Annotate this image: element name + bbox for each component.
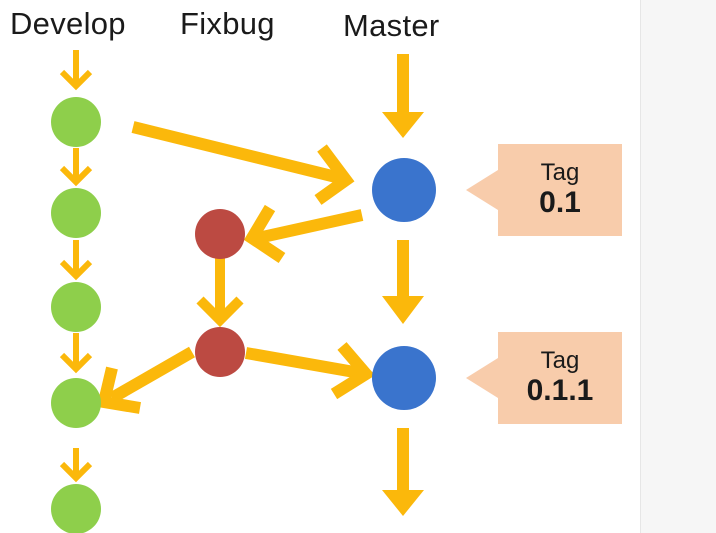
develop-nodes bbox=[51, 97, 101, 533]
develop-node bbox=[51, 378, 101, 428]
develop-arrow-4-head bbox=[59, 352, 93, 374]
develop-node bbox=[51, 188, 101, 238]
develop-to-master-head bbox=[314, 144, 355, 205]
master-nodes bbox=[372, 158, 436, 410]
master-node bbox=[372, 346, 436, 410]
develop-arrow-5-head bbox=[59, 461, 93, 483]
master-to-fixbug-head bbox=[243, 204, 286, 263]
master-arrows bbox=[382, 54, 424, 516]
develop-arrow-2-head bbox=[59, 165, 93, 187]
merge-arrows bbox=[96, 121, 376, 414]
fixbug-column-label: Fixbug bbox=[180, 6, 275, 41]
fixbug-to-master-arrow bbox=[244, 347, 362, 379]
tag-version: 0.1 bbox=[539, 186, 581, 219]
master-node bbox=[372, 158, 436, 222]
develop-node bbox=[51, 282, 101, 332]
tag-version: 0.1.1 bbox=[526, 374, 594, 407]
develop-node bbox=[51, 97, 101, 147]
master-arrow-1-head bbox=[382, 112, 424, 138]
tag-callout-0-1-1: Tag 0.1.1 bbox=[498, 332, 622, 424]
develop-arrow-1-head bbox=[59, 69, 93, 91]
tag-pointer bbox=[466, 170, 498, 210]
tag-pointers bbox=[466, 170, 498, 398]
fixbug-to-develop-head bbox=[96, 366, 141, 414]
develop-node bbox=[51, 484, 101, 533]
develop-to-master-arrow bbox=[131, 121, 342, 184]
tag-pointer bbox=[466, 358, 498, 398]
tag-callout-0-1: Tag 0.1 bbox=[498, 144, 622, 236]
master-column-label: Master bbox=[343, 8, 440, 43]
fixbug-arrow bbox=[196, 256, 244, 328]
develop-arrows bbox=[59, 50, 93, 483]
master-to-fixbug-arrow bbox=[256, 209, 364, 244]
fixbug-node bbox=[195, 209, 245, 259]
tag-title: Tag bbox=[540, 347, 580, 374]
master-arrow-3-head bbox=[382, 490, 424, 516]
fixbug-nodes bbox=[195, 209, 245, 377]
develop-column-label: Develop bbox=[10, 6, 126, 41]
fixbug-node bbox=[195, 327, 245, 377]
side-panel bbox=[640, 0, 716, 533]
fixbug-to-master-head bbox=[330, 342, 376, 400]
master-arrow-2-head bbox=[382, 296, 424, 324]
develop-arrow-3-head bbox=[59, 259, 93, 281]
tag-title: Tag bbox=[540, 159, 580, 186]
fixbug-to-develop-arrow bbox=[109, 346, 195, 404]
